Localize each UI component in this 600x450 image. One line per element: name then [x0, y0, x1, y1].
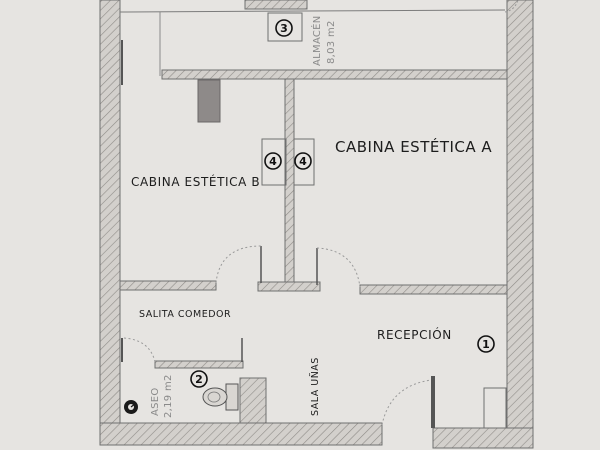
bottom-wall-right — [432, 427, 534, 449]
structural-column — [197, 79, 221, 123]
electric-meter-icon — [124, 400, 138, 414]
cabina-a-door-arc — [316, 247, 361, 288]
cabina-b-marker: 4 — [264, 152, 282, 170]
cabina-a-marker-number: 4 — [299, 155, 307, 168]
cabina-b-label: CABINA ESTÉTICA B — [131, 174, 260, 189]
entrance-door-leaf — [431, 376, 435, 428]
cabina-b-door-arc — [215, 245, 262, 284]
cabinas-bottom-wall-mid — [257, 281, 321, 292]
cabina-a-label: CABINA ESTÉTICA A — [335, 137, 492, 156]
top-thin-line — [119, 9, 506, 13]
almacen-bottom-wall — [161, 69, 508, 80]
aseo-door-arc — [123, 337, 156, 363]
cabina-b-marker-number: 4 — [269, 155, 277, 168]
almacen-marker: 3 — [275, 19, 293, 37]
sala-unas-label: SALA UÑAS — [310, 357, 321, 416]
recepcion-marker: 1 — [477, 335, 495, 353]
almacen-label: ALMACÉN — [310, 15, 323, 66]
top-right-door-arc — [504, 0, 519, 13]
top-wall-stub — [244, 0, 308, 10]
aseo-right-wall — [239, 377, 267, 424]
almacen-marker-number: 3 — [280, 22, 288, 35]
recepcion-shelf — [483, 387, 507, 429]
cabina-a-marker-box — [293, 138, 315, 186]
cabinas-bottom-wall-left — [119, 280, 217, 291]
left-exterior-wall — [99, 0, 121, 433]
cabinas-bottom-wall-right — [359, 284, 508, 295]
recepcion-label: RECEPCIÓN — [377, 327, 452, 342]
recepcion-marker-number: 1 — [482, 338, 490, 351]
salita-label: SALITA COMEDOR — [139, 309, 231, 320]
bottom-wall-left — [99, 422, 383, 446]
aseo-label: ASEO — [150, 387, 161, 416]
right-exterior-wall — [506, 0, 534, 449]
toilet-icon — [202, 383, 239, 411]
cabina-a-marker: 4 — [294, 152, 312, 170]
aseo-marker-number: 2 — [195, 373, 203, 386]
almacen-marker-box — [267, 12, 303, 42]
aseo-area-label: 2,19 m2 — [163, 374, 174, 418]
aseo-top-wall — [154, 360, 244, 369]
aseo-marker: 2 — [190, 370, 208, 388]
cabina-b-marker-box — [261, 138, 287, 186]
entrance-door-arc — [381, 379, 432, 426]
almacen-area-label: 8,03 m2 — [326, 20, 337, 64]
